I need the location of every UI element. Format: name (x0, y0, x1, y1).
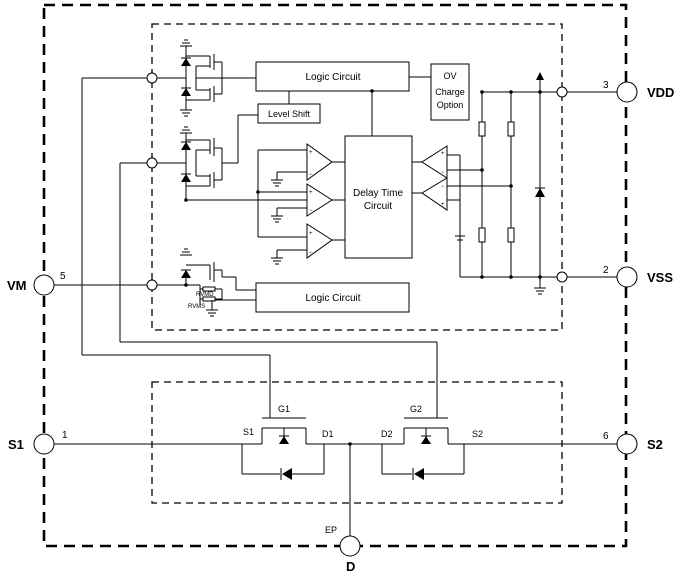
pin-vdd-label: VDD (647, 85, 674, 100)
pin-vss-label: VSS (647, 270, 673, 285)
ov-label-line3: Option (437, 100, 464, 110)
logic-circuit-top-label: Logic Circuit (305, 72, 360, 83)
svg-text:−: − (309, 172, 313, 178)
pin-vss[interactable]: VSS 2 (603, 265, 673, 288)
pin-d-label: D (346, 559, 355, 574)
comparator-left-1: + − (306, 143, 333, 181)
pin-s2-number: 6 (603, 431, 609, 442)
mosfet-boundary (151, 381, 563, 504)
pin-s2-label: S2 (647, 437, 663, 452)
vm-resistor-labels: RVMD RVMS (188, 292, 214, 310)
svg-text:+: + (441, 202, 445, 208)
pin-vm-number: 5 (60, 271, 66, 282)
comparator-right-2: − + (421, 177, 448, 211)
svg-text:−: − (441, 170, 445, 176)
logic-circuit-bottom: Logic Circuit (255, 282, 410, 313)
mosfet-2: G2 D2 S2 (350, 404, 617, 480)
svg-text:−: − (441, 184, 445, 190)
rail-resistors (478, 121, 515, 243)
fet-stack-bottom (181, 262, 223, 310)
comparator-right-1: + − (421, 145, 448, 179)
svg-text:−: − (309, 208, 313, 214)
wiring (54, 46, 617, 418)
svg-text:+: + (309, 150, 313, 156)
rail-zener-diode (535, 72, 545, 197)
pin-d-tab-label: EP (325, 525, 337, 535)
pin-d[interactable]: D EP (325, 525, 361, 574)
pin-s1[interactable]: S1 1 (8, 430, 68, 455)
pin-s1-label: S1 (8, 437, 24, 452)
ov-label-line2: Charge (435, 87, 465, 97)
pin-s2[interactable]: S2 6 (603, 431, 663, 455)
delay-label-line2: Circuit (364, 201, 393, 212)
pin-vdd[interactable]: VDD 3 (603, 80, 674, 103)
reference-source (455, 235, 465, 241)
pin-vss-number: 2 (603, 265, 609, 276)
comparator-left-2: + − (306, 183, 333, 217)
pin-vdd-number: 3 (603, 80, 609, 91)
svg-text:+: + (309, 231, 313, 237)
level-shift: Level Shift (257, 103, 321, 124)
rvmd-label: RVMD (196, 292, 214, 298)
level-shift-label: Level Shift (268, 109, 311, 119)
d2-label: D2 (381, 429, 393, 439)
svg-text:+: + (441, 151, 445, 157)
ov-charge-option: OV Charge Option (430, 63, 470, 121)
s1-terminal-label: S1 (243, 427, 254, 437)
rvms-label: RVMS (188, 304, 205, 310)
ground-symbols (180, 39, 546, 317)
d1-label: D1 (322, 429, 334, 439)
g1-label: G1 (278, 404, 290, 414)
fet-stack-top (181, 54, 223, 102)
svg-text:+: + (309, 190, 313, 196)
pin-s1-number: 1 (62, 430, 68, 441)
logic-circuit-bottom-label: Logic Circuit (305, 293, 360, 304)
pin-vm[interactable]: VM 5 (7, 271, 66, 296)
delay-label-line1: Delay Time (353, 188, 403, 199)
g2-label: G2 (410, 404, 422, 414)
boundary-nodes (146, 72, 568, 291)
mosfet-1: G1 S1 D1 (54, 404, 350, 480)
delay-time-circuit: Delay Time Circuit (344, 135, 413, 259)
s2-terminal-label: S2 (472, 429, 483, 439)
controller-boundary (151, 23, 563, 331)
pin-vm-label: VM (7, 278, 27, 293)
svg-text:−: − (309, 250, 313, 256)
ov-label-line1: OV (443, 71, 456, 81)
comparator-left-3: + − (306, 223, 333, 259)
logic-circuit-top: Logic Circuit (255, 61, 410, 92)
fet-stack-middle (181, 138, 223, 188)
